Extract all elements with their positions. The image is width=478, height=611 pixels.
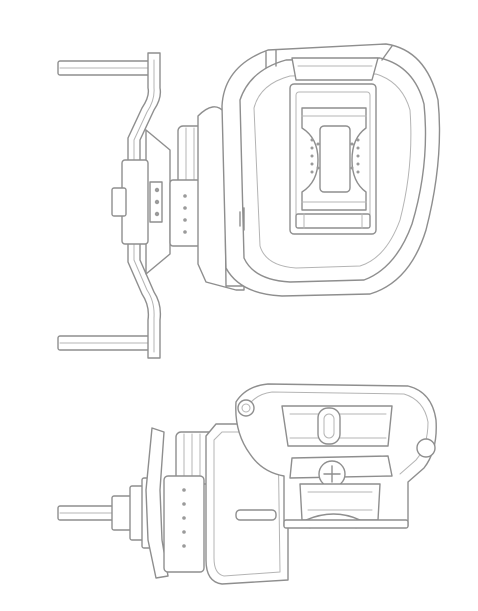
handle-arm-side — [145, 427, 169, 579]
side-view — [57, 383, 437, 585]
handle-knob-upper — [57, 60, 151, 76]
level-wind — [295, 213, 371, 229]
handle-knob-lower — [57, 335, 151, 351]
thumb-bar — [291, 57, 379, 81]
thumb-bar-side — [281, 405, 393, 447]
level-wind-side — [283, 513, 409, 529]
reel-foot — [289, 455, 393, 521]
handle-shaft-side — [57, 505, 123, 521]
spool — [301, 107, 367, 211]
handle-hub — [111, 129, 171, 275]
top-view — [57, 43, 441, 359]
side-plate — [169, 106, 245, 291]
